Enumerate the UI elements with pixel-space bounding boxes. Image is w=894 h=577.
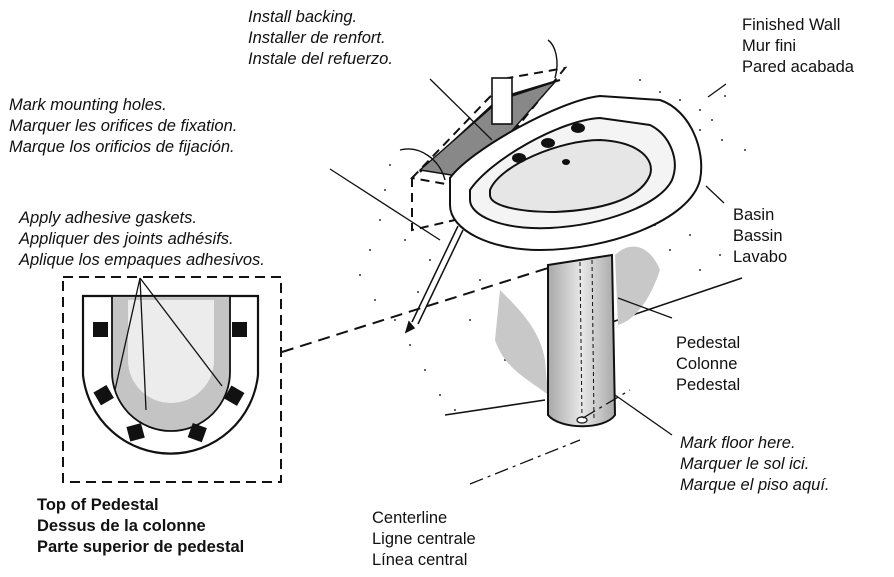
pedestal-column	[547, 253, 617, 428]
projection-line	[281, 267, 549, 353]
pencil	[404, 225, 464, 334]
basin-label: Basin Bassin Lavabo	[733, 206, 788, 266]
mark-mounting-holes-label: Mark mounting holes. Marquer les orifice…	[9, 96, 238, 156]
basin	[449, 94, 703, 252]
install-backing-label: Install backing. Installer de renfort. I…	[248, 8, 393, 68]
pedestal-top-inset	[62, 276, 282, 483]
supply-cable-top	[547, 39, 558, 79]
apply-gaskets-label: Apply adhesive gaskets. Appliquer des jo…	[19, 209, 265, 269]
finished-wall-label: Finished Wall Mur fini Pared acabada	[742, 16, 854, 76]
leader-lines	[329, 78, 727, 485]
mark-floor-label: Mark floor here. Marquer le sol ici. Mar…	[680, 434, 830, 494]
top-of-pedestal-label: Top of Pedestal Dessus de la colonne Par…	[37, 496, 245, 556]
wall-shadow	[495, 246, 660, 395]
gasket-leaders	[114, 277, 223, 411]
supply-cable	[399, 148, 446, 181]
backing-post	[491, 77, 513, 125]
gasket-marks	[93, 322, 247, 443]
centerline-label: Centerline Ligne centrale Línea central	[372, 509, 476, 569]
pedestal-label: Pedestal Colonne Pedestal	[676, 334, 741, 394]
